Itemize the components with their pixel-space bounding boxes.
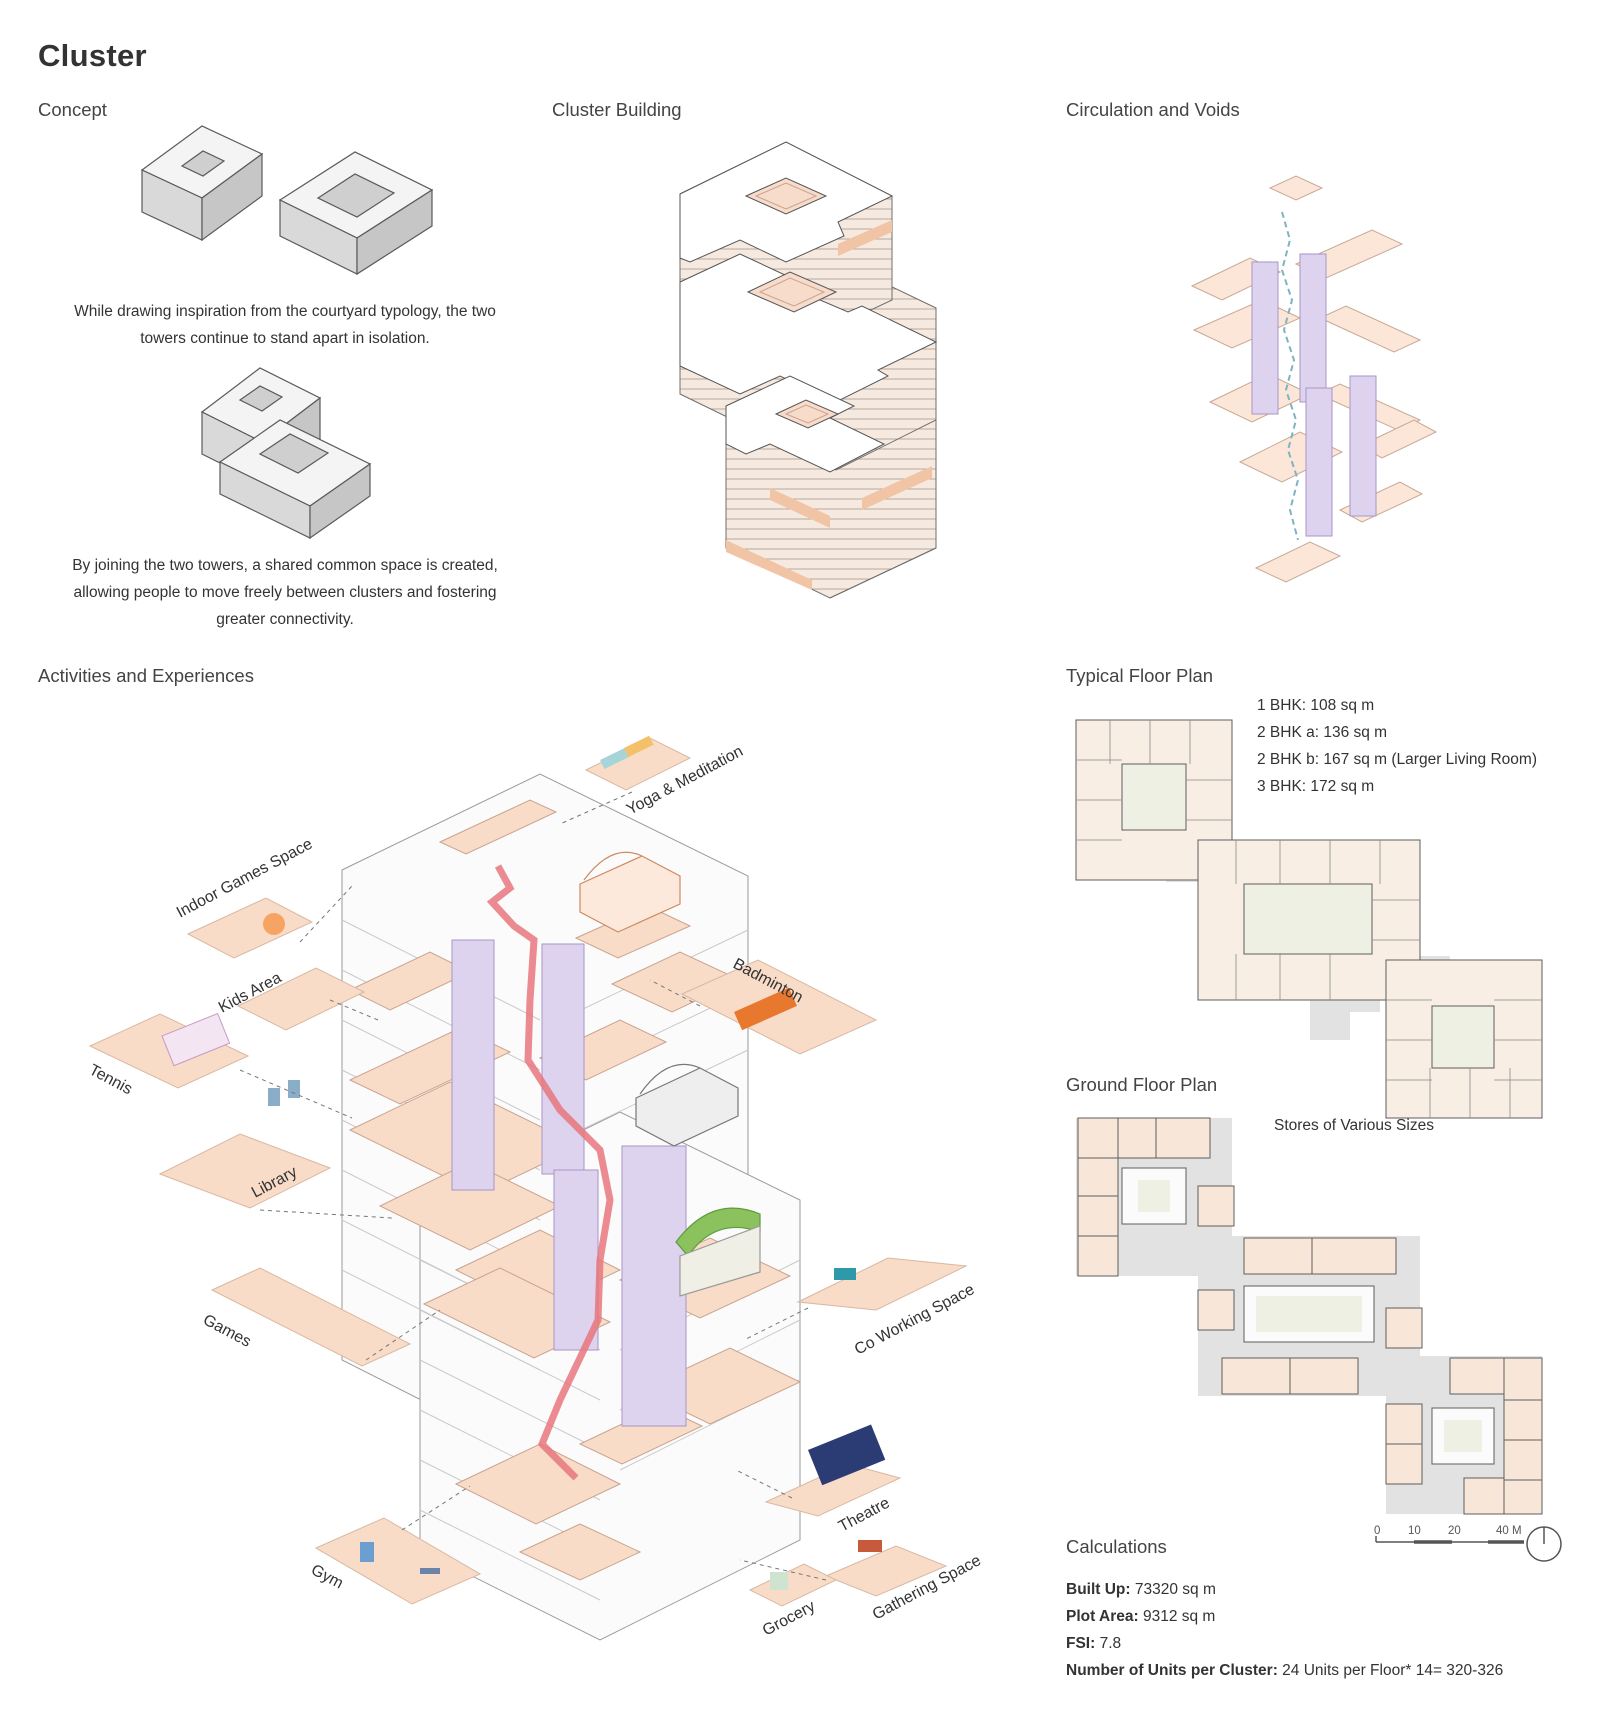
section-title-cluster-building: Cluster Building — [552, 99, 682, 120]
section-title-activities: Activities and Experiences — [38, 665, 254, 686]
calc-built-up: Built Up: 73320 sq m — [1066, 1581, 1216, 1598]
stores-label: Stores of Various Sizes — [1274, 1117, 1434, 1134]
typical-floor-plan — [1075, 719, 1543, 1119]
svg-text:10: 10 — [1408, 1525, 1421, 1537]
activity-pads — [88, 737, 968, 1607]
calc-fsi: FSI: 7.8 — [1066, 1635, 1122, 1652]
unit-2bhk-b: 2 BHK b: 167 sq m (Larger Living Room) — [1257, 751, 1537, 768]
unit-3bhk: 3 BHK: 172 sq m — [1257, 778, 1375, 795]
concept-text-isolation: While drawing inspiration from the court… — [74, 303, 496, 347]
section-title-circulation: Circulation and Voids — [1066, 99, 1240, 120]
label-tennis: Tennis — [86, 1062, 135, 1099]
scale-labels: 0 10 20 40 M — [1374, 1525, 1522, 1537]
ground-floor-plan — [1076, 1117, 1543, 1515]
north-arrow-icon — [1526, 1526, 1562, 1562]
concept-text-joined: By joining the two towers, a shared comm… — [72, 557, 498, 628]
activity-props — [161, 735, 886, 1590]
calculations-list: Built Up: 73320 sq m Plot Area: 9312 sq … — [1066, 1576, 1503, 1684]
svg-text:20: 20 — [1448, 1525, 1461, 1537]
activities-building-isometric — [341, 773, 802, 1641]
circulation-voids-diagram — [1190, 175, 1438, 583]
unit-2bhk-a: 2 BHK a: 136 sq m — [1257, 724, 1388, 741]
section-title-calculations: Calculations — [1066, 1536, 1167, 1557]
calc-units: Number of Units per Cluster: 24 Units pe… — [1066, 1662, 1504, 1679]
label-gym: Gym — [308, 1562, 346, 1593]
unit-1bhk: 1 BHK: 108 sq m — [1257, 697, 1375, 714]
section-title-typical-plan: Typical Floor Plan — [1066, 665, 1214, 686]
label-grocery: Grocery — [760, 1598, 818, 1640]
section-title-concept: Concept — [38, 99, 107, 120]
cluster-building-isometric — [679, 141, 938, 599]
activity-leader-lines — [239, 791, 827, 1581]
svg-text:40 M: 40 M — [1496, 1525, 1522, 1537]
calc-plot-area: Plot Area: 9312 sq m — [1066, 1608, 1216, 1625]
concept-block-large — [278, 151, 434, 276]
page-title: Cluster — [38, 38, 147, 73]
concept-block-joined — [200, 367, 372, 540]
section-title-ground-plan: Ground Floor Plan — [1066, 1074, 1218, 1095]
label-games: Games — [200, 1312, 254, 1351]
unit-area-list: 1 BHK: 108 sq m 2 BHK a: 136 sq m 2 BHK … — [1257, 692, 1537, 800]
scale-bar — [1375, 1536, 1524, 1544]
concept-block-small — [140, 125, 264, 242]
svg-text:0: 0 — [1374, 1525, 1380, 1537]
